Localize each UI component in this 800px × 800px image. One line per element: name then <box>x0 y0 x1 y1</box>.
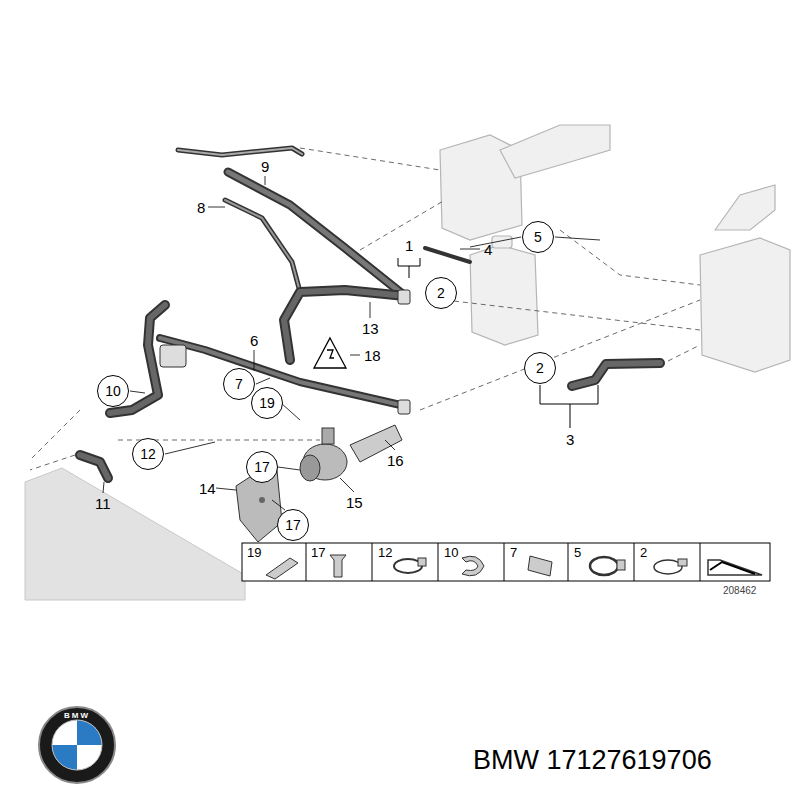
callout-circle: 5 <box>522 221 554 253</box>
callout-number: 8 <box>197 200 205 215</box>
legend-cell-number: 17 <box>311 546 325 559</box>
callout-circle: 17 <box>277 509 309 541</box>
callout-number: 14 <box>199 481 216 496</box>
callout-number: 10 <box>105 384 121 398</box>
diagram-number: 208462 <box>723 586 756 596</box>
legend-cell-number: 19 <box>247 546 261 559</box>
callout-number: 18 <box>364 348 381 363</box>
callout-number: 5 <box>534 230 542 244</box>
legend-cell-number: 10 <box>444 546 458 559</box>
callout-number: 7 <box>235 377 243 391</box>
callout-number: 6 <box>250 333 258 348</box>
callout-circle: 17 <box>246 451 278 483</box>
callout-number: 2 <box>536 361 544 375</box>
callout-number: 15 <box>346 495 363 510</box>
callout-circle: 7 <box>223 368 255 400</box>
callout-number: 17 <box>285 518 301 532</box>
callout-number: 19 <box>259 396 275 410</box>
callout-circle: 19 <box>251 387 283 419</box>
callout-number: 4 <box>484 242 492 257</box>
callout-circle: 2 <box>524 352 556 384</box>
callout-number: 9 <box>261 159 269 174</box>
callout-circle: 2 <box>425 277 457 309</box>
legend-cell-number: 7 <box>510 546 517 559</box>
callout-circle: 12 <box>132 438 164 470</box>
callout-number: 1 <box>405 238 413 253</box>
callout-number: 13 <box>362 321 379 336</box>
callout-number: 2 <box>437 286 445 300</box>
callout-number: 12 <box>140 447 156 461</box>
part-number: BMW 17127619706 <box>473 747 712 774</box>
legend-cell-number: 5 <box>574 546 581 559</box>
callout-number: 17 <box>254 460 270 474</box>
callout-number: 16 <box>387 453 404 468</box>
logo-text: BMW <box>64 712 90 720</box>
legend-cell-number: 2 <box>640 546 647 559</box>
callout-number: 3 <box>566 432 574 447</box>
callout-circle: 10 <box>97 375 129 407</box>
legend-cell-number: 12 <box>378 546 392 559</box>
callout-number: 11 <box>95 496 111 511</box>
